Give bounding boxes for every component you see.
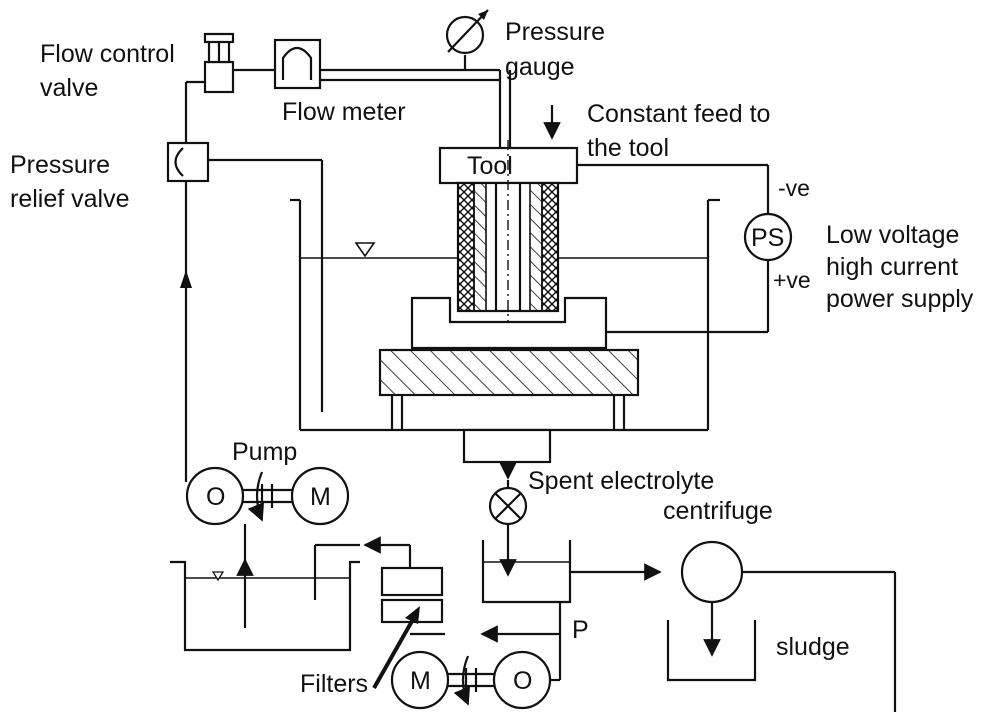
flow-meter [273,38,322,90]
label-flow-meter: Flow meter [282,98,406,126]
label-flow-control-valve: Flow control [40,40,175,68]
label-constant-feed-2: the tool [587,134,669,162]
label-spent-electrolyte: Spent electrolyte [528,467,714,495]
label-pressure-relief: Pressure [10,151,110,179]
label-negative: -ve [778,175,810,201]
label-sludge: sludge [776,633,850,661]
label-power-supply-2: high current [826,253,958,281]
workpiece [410,296,608,350]
power-supply [577,163,793,334]
label-pressure-relief-2: relief valve [10,185,130,213]
tool [438,140,579,350]
filters [363,536,444,689]
drain-valve [488,480,528,577]
pressure-gauge [445,9,489,55]
label-pump2-m: M [410,667,431,695]
label-power-supply-3: power supply [826,285,974,313]
pressure-relief-valve [166,141,324,412]
label-filters: Filters [300,670,368,698]
drain [462,428,552,480]
reservoir-tank [170,543,360,652]
label-pressure-gauge: Pressure [505,18,605,46]
flow-arrow-up-icon [180,270,192,288]
supply-pipe [184,55,512,482]
label-ps: PS [751,224,784,252]
label-flow-control-valve-2: valve [40,74,98,102]
return-line [410,602,562,643]
label-p: P [572,616,589,644]
pump-2 [390,634,562,710]
label-power-supply-1: Low voltage [826,221,959,249]
label-constant-feed: Constant feed to [587,100,770,128]
pump-1 [185,466,350,562]
flow-control-valve [203,32,235,94]
label-centrifuge: centrifuge [663,497,773,525]
centrifuge [666,540,897,712]
label-pump: Pump [232,438,297,466]
label-pump2-o: O [513,667,532,695]
label-pump-o: O [206,483,225,511]
label-positive: +ve [773,267,811,293]
label-tool: Tool [467,152,513,180]
work-table [378,348,640,430]
label-pressure-gauge-2: gauge [505,53,575,81]
label-pump-m: M [310,483,331,511]
spent-electrolyte-tank [481,540,662,604]
